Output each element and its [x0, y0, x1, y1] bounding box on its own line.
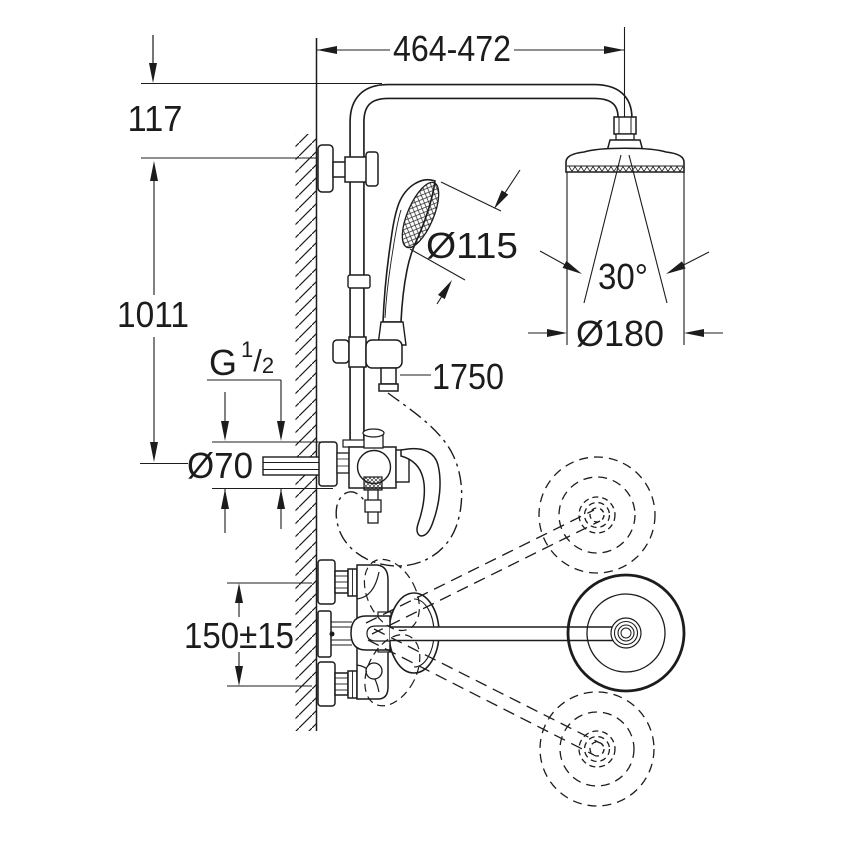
arrow-up-icon: [235, 583, 243, 603]
thread-slash: /: [253, 343, 262, 378]
arrow-up-icon: [150, 161, 158, 181]
arrow-down-icon: [150, 442, 158, 462]
dim-escutcheon-diameter-label: Ø70: [187, 445, 253, 486]
dim-spray-angle: 30°: [539, 250, 710, 297]
dim-head-shower-diameter: Ø180: [528, 172, 723, 354]
dim-hose-length-label: 1750: [432, 356, 504, 397]
bell-lower-position: [364, 634, 421, 707]
arrow-up-icon: [221, 489, 229, 509]
swivel-arm: [350, 573, 686, 693]
rail-slider-holder: [332, 336, 403, 392]
shower-hose-loop: [335, 392, 463, 567]
mixer-lever-handle: [400, 447, 441, 537]
shower-mixer: [262, 428, 441, 537]
arm-position-upper-circles: [538, 456, 656, 574]
dim-top-width-label: 464-472: [393, 28, 511, 69]
thread-denominator: 2: [262, 353, 274, 378]
mixer-escutcheon: [318, 441, 338, 487]
dim-bracket-offset-label: 117: [128, 98, 183, 139]
arm-dashed-edges: [365, 509, 601, 756]
thread-numerator: 1: [241, 337, 253, 362]
head-shower: [565, 116, 685, 304]
rail-joint-collar: [347, 274, 371, 289]
dim-head-shower-diameter-label: Ø180: [576, 313, 664, 354]
head-shower-nut: [613, 116, 637, 135]
thread-base: G: [209, 342, 237, 383]
dim-rail-height-label: 1011: [117, 294, 189, 335]
wall: [295, 38, 318, 731]
mixer-union-nut: [336, 452, 350, 474]
hand-shower-spray-face: [401, 181, 440, 249]
arrow-right-icon: [604, 46, 624, 54]
shower-rail-and-arm: [317, 83, 633, 448]
arrow-down-icon: [277, 421, 285, 441]
dim-escutcheon-diameter: Ø70: [187, 441, 333, 533]
dim-bracket-offset: 117: [128, 35, 382, 159]
arrow-up-right-icon: [438, 280, 452, 300]
dim-hand-shower-diameter-label: Ø115: [426, 225, 518, 266]
arrow-right-down-icon: [562, 260, 582, 274]
dim-rail-height: 1011: [117, 161, 189, 465]
arm-shaft-fill: [390, 627, 627, 641]
arrow-left-down-icon: [666, 261, 686, 274]
center-mark-dot: [329, 631, 335, 637]
wall-bracket: [317, 144, 379, 193]
dim-hose-length: 1750: [400, 356, 504, 397]
hose-outlet-nut: [364, 499, 382, 513]
dim-spray-angle-label: 30°: [598, 256, 648, 297]
spray-cone-right-line: [628, 154, 668, 304]
bottom-connection-escutcheon: [317, 661, 336, 707]
swivel-positions-dashed: [363, 456, 656, 807]
center-escutcheon: [317, 610, 332, 658]
rail-base-flange: [342, 439, 367, 448]
arrow-down-icon: [235, 666, 243, 686]
spray-nozzles-texture: [568, 165, 684, 173]
arrow-down-icon: [221, 421, 229, 441]
dim-connection-spacing-label: 150±15: [184, 615, 294, 656]
top-connection-escutcheon: [317, 559, 336, 605]
wall-hatching: [295, 134, 317, 731]
arrow-left-icon: [317, 46, 337, 54]
spray-cone-left-line: [583, 154, 622, 304]
arrow-down-icon: [149, 63, 157, 83]
arm-position-center-outer-circle: [566, 573, 686, 693]
arrow-down-left-icon: [494, 190, 509, 209]
arrow-up-icon: [277, 489, 285, 509]
arrow-right-icon: [547, 329, 567, 337]
dim-hand-shower-diameter: Ø115: [409, 169, 521, 305]
hand-shower: [332, 179, 440, 392]
dim-connection-spacing: 150±15: [184, 582, 312, 687]
bell-upper-position: [363, 558, 420, 632]
knurled-ring: [363, 476, 383, 491]
arm-position-lower-circles: [539, 691, 655, 807]
arrow-left-icon: [684, 329, 704, 337]
dim-top-width: 464-472: [315, 27, 626, 117]
supply-pipe: [262, 456, 322, 476]
